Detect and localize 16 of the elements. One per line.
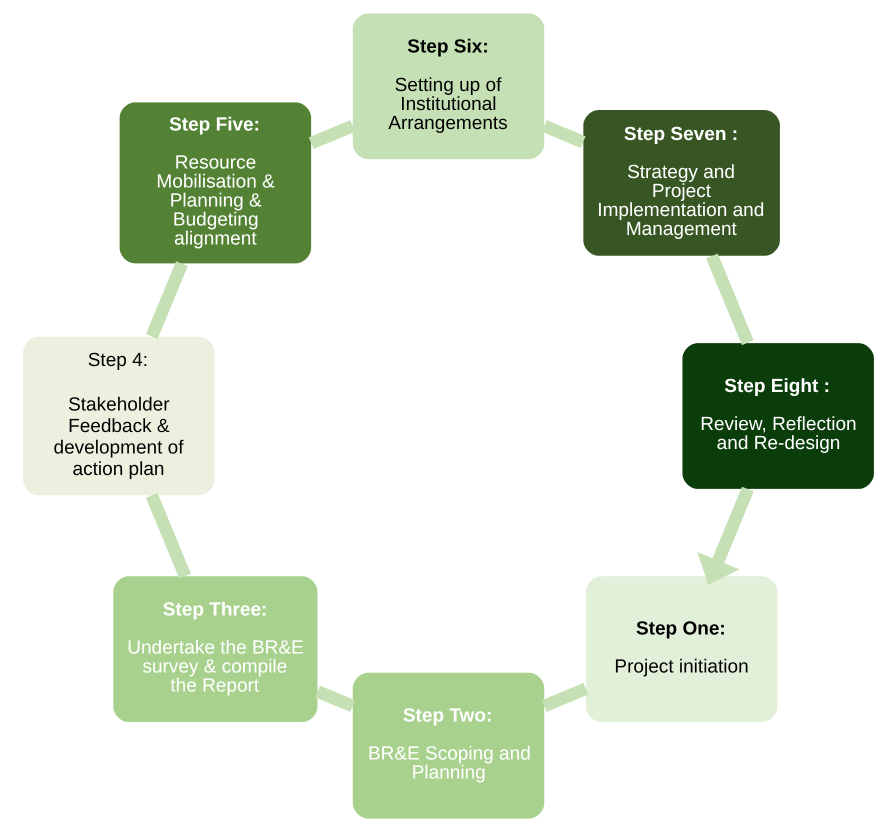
- connector: [145, 492, 190, 578]
- node-box: Step Three: Undertake the BR&E survey & compile the Report: [112, 576, 317, 722]
- connector: [541, 682, 588, 712]
- node-box: Step Six: Setting up of Institutional Arrangements: [352, 13, 544, 160]
- connector: [308, 120, 355, 150]
- connector: [145, 261, 188, 339]
- node-box: Step Two: BR&E Scoping and Planning: [352, 672, 544, 819]
- connector: [314, 686, 355, 712]
- node-box: Step Eight : Review, Reflection and Re-design: [682, 343, 874, 489]
- node-box: Step 4: Stakeholder Feedback & development of action plan: [22, 336, 214, 496]
- arrow: [696, 486, 754, 585]
- node-box: Step One: Project initiation: [585, 576, 777, 722]
- connector: [541, 120, 586, 148]
- node-box: Step Seven : Strategy and Project Implementation and Management: [582, 110, 780, 256]
- connector: [706, 254, 754, 346]
- node-box: Step Five: Resource Mobilisation & Planning & Budgeting alignment: [119, 102, 311, 264]
